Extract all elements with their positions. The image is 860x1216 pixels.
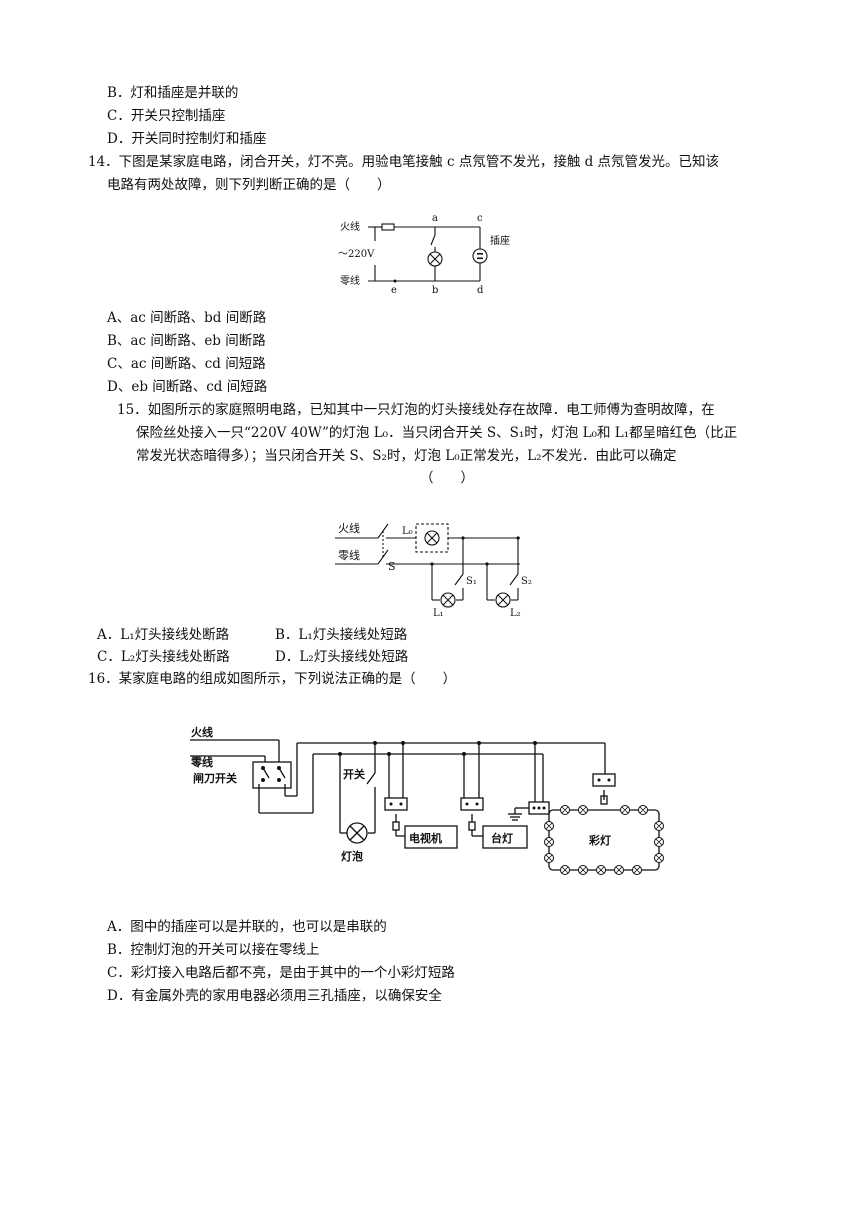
q13-option-d: D．开关同时控制灯和插座 — [107, 131, 267, 147]
q15-stem-line4: （ ） — [420, 470, 474, 486]
q15-l2-label: L₂ — [510, 608, 521, 619]
q14-point-a: a — [432, 213, 438, 224]
q14-point-b: b — [432, 285, 438, 296]
q15-option-c: C．L₂灯头接线处断路 — [97, 649, 230, 665]
q14-option-a: A、ac 间断路、bd 间断路 — [107, 310, 267, 326]
q16-table-lamp-label: 台灯 — [491, 831, 513, 845]
q16-option-d: D．有金属外壳的家用电器必须用三孔插座，以确保安全 — [107, 988, 442, 1004]
q14-point-c: c — [477, 213, 483, 224]
q15-live-label: 火线 — [338, 521, 360, 535]
q16-option-a: A．图中的插座可以是并联的，也可以是串联的 — [107, 919, 387, 935]
q14-socket-label: 插座 — [490, 234, 510, 247]
q15-stem-line1: 15．如图所示的家庭照明电路，已知其中一只灯泡的灯头接线处存在故障．电工师傅为查… — [117, 402, 715, 418]
q16-circuit-diagram: 火线 零线 闸刀开关 开关 灯泡 电视机 台灯 彩灯 — [190, 725, 664, 875]
q16-option-c: C．彩灯接入电路后都不亮，是由于其中的一个小彩灯短路 — [107, 965, 455, 981]
q15-circuit-diagram: 火线 零线 S L₀ S₁ S₂ L₁ L₂ — [335, 521, 532, 619]
q15-l0-label: L₀ — [402, 526, 413, 537]
q14-live-label: 火线 — [340, 220, 360, 233]
q14-option-c: C、ac 间断路、cd 间短路 — [107, 356, 266, 372]
q14-circuit-diagram: 火线 零线 ～220V a b c d e 插座 — [338, 213, 510, 296]
q15-stem-line3: 常发光状态暗得多）；当只闭合开关 S、S₂时，灯泡 L₀正常发光，L₂不发光．由… — [136, 448, 677, 464]
q15-switch-s-label: S — [388, 560, 396, 573]
q16-string-lights-label: 彩灯 — [588, 833, 611, 847]
q15-neutral-label: 零线 — [338, 548, 360, 562]
q15-option-b: B．L₁灯头接线处短路 — [275, 627, 408, 643]
q15-s1-label: S₁ — [466, 576, 477, 587]
q14-voltage-label: ～220V — [338, 249, 375, 260]
q14-stem-line1: 14．下图是某家庭电路，闭合开关，灯不亮。用验电笔接触 c 点氖管不发光，接触 … — [88, 154, 720, 170]
q16-switch-label: 开关 — [343, 767, 365, 781]
q14-option-d: D、eb 间断路、cd 间短路 — [107, 379, 268, 395]
q15-option-a: A．L₁灯头接线处断路 — [97, 627, 230, 643]
q14-neutral-label: 零线 — [340, 274, 360, 287]
q13-option-c: C．开关只控制插座 — [107, 108, 226, 124]
q14-stem-line2: 电路有两处故障，则下列判断正确的是（ ） — [107, 177, 391, 193]
q13-option-b: B．灯和插座是并联的 — [107, 85, 239, 101]
q15-option-d: D．L₂灯头接线处短路 — [275, 649, 409, 665]
q16-neutral-label: 零线 — [190, 755, 213, 769]
q16-knife-switch-label: 闸刀开关 — [193, 771, 237, 785]
q14-point-e: e — [391, 285, 397, 296]
q15-s2-label: S₂ — [521, 576, 532, 587]
q16-tv-label: 电视机 — [409, 831, 442, 845]
q15-stem-line2: 保险丝处接入一只“220V 40W”的灯泡 L₀．当只闭合开关 S、S₁时，灯泡… — [136, 425, 738, 441]
q14-option-b: B、ac 间断路、eb 间断路 — [107, 333, 266, 349]
q16-option-b: B．控制灯泡的开关可以接在零线上 — [107, 942, 320, 958]
q16-live-label: 火线 — [191, 725, 213, 739]
q14-point-d: d — [477, 285, 484, 296]
q16-bulb-label: 灯泡 — [341, 849, 363, 863]
q16-stem: 16．某家庭电路的组成如图所示，下列说法正确的是（ ） — [88, 671, 457, 687]
q15-l1-label: L₁ — [433, 608, 444, 619]
